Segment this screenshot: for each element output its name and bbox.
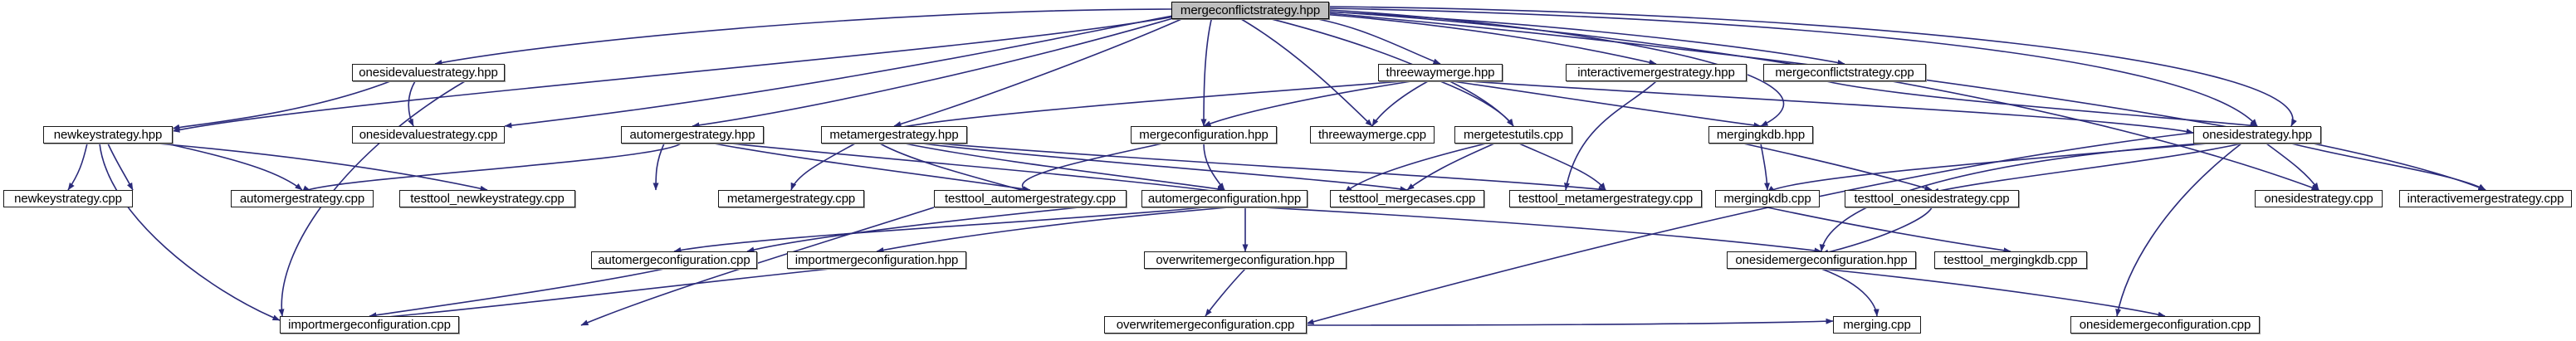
- node-testtool-mergecases-cpp[interactable]: testtool_mergecases.cpp: [1330, 190, 1484, 207]
- node-mergingkdb-cpp[interactable]: mergingkdb.cpp: [1715, 190, 1820, 207]
- node-onesidestrategy-hpp[interactable]: onesidestrategy.hpp: [2193, 126, 2321, 144]
- node-overwritemergeconfiguration-cpp[interactable]: overwritemergeconfiguration.cpp: [1104, 316, 1307, 334]
- node-testtool-mergingkdb-cpp[interactable]: testtool_mergingkdb.cpp: [1934, 251, 2087, 269]
- node-testtool-metamergestrategy-cpp[interactable]: testtool_metamergestrategy.cpp: [1509, 190, 1702, 207]
- node-testtool-automergestrategy-cpp[interactable]: testtool_automergestrategy.cpp: [934, 190, 1127, 207]
- node-merging-cpp[interactable]: merging.cpp: [1833, 316, 1921, 334]
- node-onesidemergeconfiguration-cpp[interactable]: onesidemergeconfiguration.cpp: [2070, 316, 2260, 334]
- node-mergeconflictstrategy-cpp[interactable]: mergeconflictstrategy.cpp: [1763, 64, 1926, 81]
- node-interactivemergestrategy-hpp[interactable]: interactivemergestrategy.hpp: [1566, 64, 1747, 81]
- node-onesidevaluestrategy-cpp[interactable]: onesidevaluestrategy.cpp: [352, 126, 505, 144]
- node-mergeconflictstrategy-hpp[interactable]: mergeconflictstrategy.hpp: [1171, 2, 1329, 19]
- node-metamergestrategy-cpp[interactable]: metamergestrategy.cpp: [718, 190, 864, 207]
- node-mergingkdb-hpp[interactable]: mergingkdb.hpp: [1708, 126, 1813, 144]
- node-threewaymerge-cpp[interactable]: threewaymerge.cpp: [1310, 126, 1435, 144]
- node-interactivemergestrategy-cpp[interactable]: interactivemergestrategy.cpp: [2399, 190, 2572, 207]
- node-mergetestutils-cpp[interactable]: mergetestutils.cpp: [1454, 126, 1572, 144]
- node-testtool-newkeystrategy-cpp[interactable]: testtool_newkeystrategy.cpp: [399, 190, 575, 207]
- node-automergestrategy-hpp[interactable]: automergestrategy.hpp: [621, 126, 764, 144]
- node-mergeconfiguration-hpp[interactable]: mergeconfiguration.hpp: [1131, 126, 1277, 144]
- node-threewaymerge-hpp[interactable]: threewaymerge.hpp: [1378, 64, 1503, 81]
- node-onesidestrategy-cpp[interactable]: onesidestrategy.cpp: [2255, 190, 2383, 207]
- node-automergestrategy-cpp[interactable]: automergestrategy.cpp: [231, 190, 374, 207]
- node-importmergeconfiguration-hpp[interactable]: importmergeconfiguration.hpp: [787, 251, 966, 269]
- node-overwritemergeconfiguration-hpp[interactable]: overwritemergeconfiguration.hpp: [1144, 251, 1347, 269]
- node-onesidemergeconfiguration-hpp[interactable]: onesidemergeconfiguration.hpp: [1727, 251, 1916, 269]
- node-newkeystrategy-hpp[interactable]: newkeystrategy.hpp: [43, 126, 173, 144]
- node-automergeconfiguration-cpp[interactable]: automergeconfiguration.cpp: [591, 251, 757, 269]
- node-testtool-onesidestrategy-cpp[interactable]: testtool_onesidestrategy.cpp: [1845, 190, 2019, 207]
- node-metamergestrategy-hpp[interactable]: metamergestrategy.hpp: [821, 126, 967, 144]
- node-automergeconfiguration-hpp[interactable]: automergeconfiguration.hpp: [1141, 190, 1308, 207]
- node-newkeystrategy-cpp[interactable]: newkeystrategy.cpp: [3, 190, 133, 207]
- node-importmergeconfiguration-cpp[interactable]: importmergeconfiguration.cpp: [280, 316, 459, 334]
- node-onesidevaluestrategy-hpp[interactable]: onesidevaluestrategy.hpp: [352, 64, 505, 81]
